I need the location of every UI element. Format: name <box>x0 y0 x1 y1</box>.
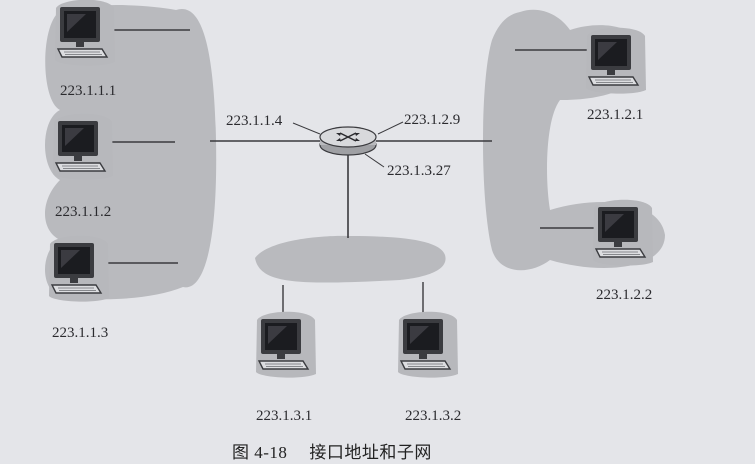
host-223-1-1-2-icon <box>52 113 114 181</box>
host-label-223-1-3-2: 223.1.3.2 <box>405 408 462 424</box>
router-interface-label-223-1-2-9: 223.1.2.9 <box>404 112 461 128</box>
host-label-223-1-2-1: 223.1.2.1 <box>587 107 644 123</box>
host-223-1-3-1-icon <box>255 311 317 379</box>
host-label-223-1-2-2: 223.1.2.2 <box>596 287 653 303</box>
figure-title: 接口地址和子网 <box>309 443 432 462</box>
host-223-1-1-3-icon <box>48 235 110 303</box>
host-223-1-2-1-icon <box>585 27 647 95</box>
router-links <box>210 140 492 238</box>
host-label-223-1-1-1: 223.1.1.1 <box>60 83 117 99</box>
router-icon <box>319 126 377 156</box>
host-223-1-1-1-icon <box>54 0 116 67</box>
router-interface-label-223-1-3-27: 223.1.3.27 <box>387 163 451 179</box>
subnet-cloud-223-1-3 <box>255 235 446 283</box>
host-label-223-1-1-3: 223.1.1.3 <box>52 325 109 341</box>
host-label-223-1-3-1: 223.1.3.1 <box>256 408 313 424</box>
figure-number: 图 4-18 <box>232 443 288 462</box>
host-223-1-2-2-icon <box>592 199 654 267</box>
subnet-cloud-223-1-1 <box>45 5 217 300</box>
label-leaders <box>292 121 404 168</box>
host-223-1-3-2-icon <box>397 311 459 379</box>
figure-caption: 图 4-18 接口地址和子网 <box>232 438 432 463</box>
router-interface-label-223-1-1-4: 223.1.1.4 <box>226 113 283 129</box>
host-label-223-1-1-2: 223.1.1.2 <box>55 204 112 220</box>
